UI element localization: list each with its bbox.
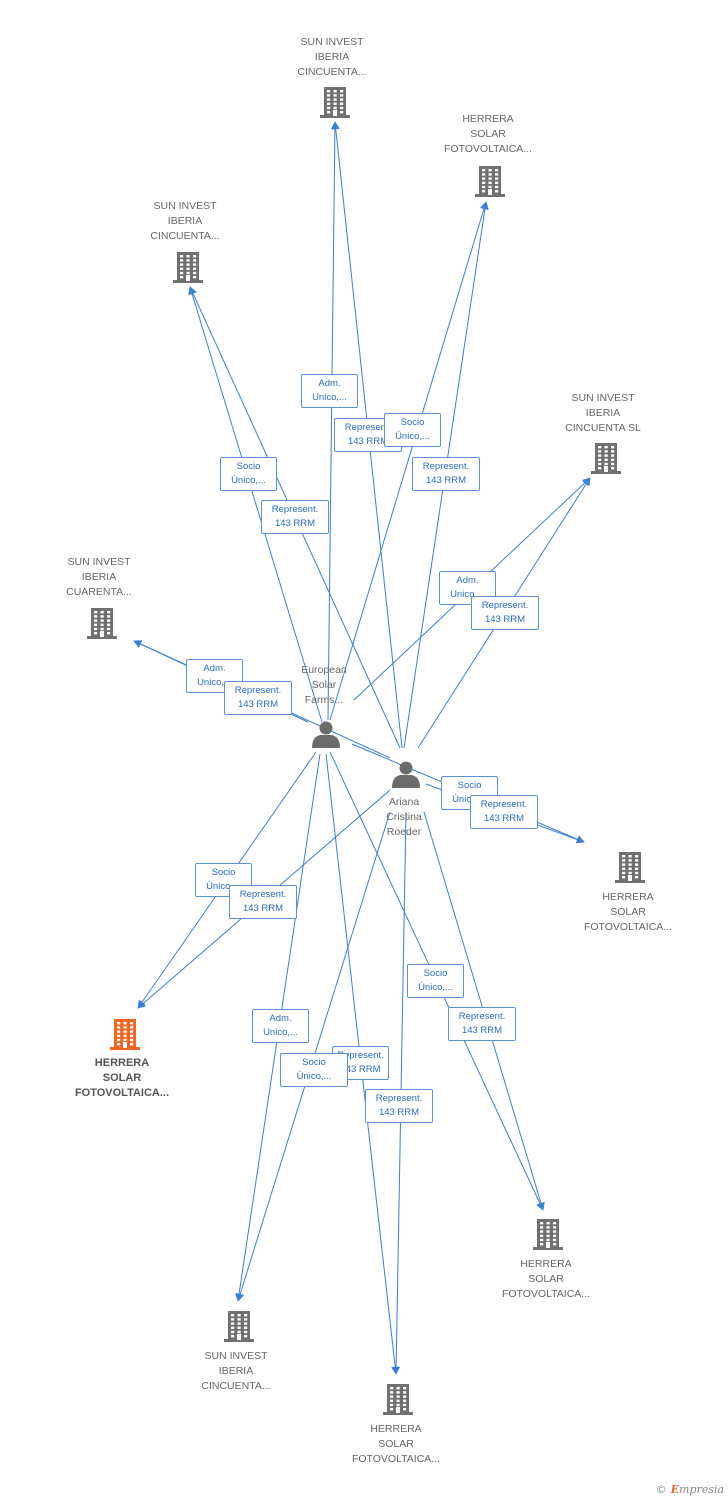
relationship-label[interactable]: Socio Único,... bbox=[280, 1053, 348, 1087]
company-label[interactable]: SUN INVEST IBERIA CINCUENTA SL bbox=[565, 392, 641, 434]
relationship-label[interactable]: Represent. 143 RRM bbox=[224, 681, 292, 715]
relationship-label[interactable]: Socio Único,... bbox=[220, 457, 277, 491]
relationship-label[interactable]: Represent. 143 RRM bbox=[365, 1089, 433, 1123]
relationship-label[interactable]: Adm. Unico,... bbox=[301, 374, 358, 408]
company-icon[interactable] bbox=[383, 1384, 413, 1415]
company-icon[interactable] bbox=[320, 87, 350, 118]
company-icon[interactable] bbox=[475, 166, 505, 197]
edge-p1-n1 bbox=[327, 121, 339, 721]
company-label[interactable]: HERRERA SOLAR FOTOVOLTAICA... bbox=[74, 1057, 170, 1099]
company-label[interactable]: HERRERA SOLAR FOTOVOLTAICA... bbox=[501, 1258, 591, 1300]
company-label[interactable]: SUN INVEST IBERIA CINCUENTA... bbox=[150, 200, 220, 242]
edge-p1-n3 bbox=[188, 286, 323, 723]
relationship-label[interactable]: Adm. Unico,... bbox=[252, 1009, 309, 1043]
person-label[interactable]: Ariana Cristina Roeder bbox=[386, 796, 422, 838]
relationship-label[interactable]: Represent. 143 RRM bbox=[261, 500, 329, 534]
relationship-label[interactable]: Represent. 143 RRM bbox=[470, 795, 538, 829]
relationship-label[interactable]: Represent. 143 RRM bbox=[229, 885, 297, 919]
focus-company-icon[interactable] bbox=[110, 1019, 140, 1050]
brand-initial: E bbox=[670, 1483, 680, 1496]
relationship-label[interactable]: Socio Único,... bbox=[195, 863, 252, 897]
company-label[interactable]: HERRERA SOLAR FOTOVOLTAICA... bbox=[351, 1423, 441, 1465]
company-icon[interactable] bbox=[591, 443, 621, 474]
company-label[interactable]: HERRERA SOLAR FOTOVOLTAICA... bbox=[443, 113, 533, 155]
empresia-watermark: ©Empresia bbox=[656, 1483, 724, 1496]
copyright-symbol: © bbox=[655, 1483, 667, 1496]
relationship-label[interactable]: Represent. 143 RRM bbox=[471, 596, 539, 630]
company-icon[interactable] bbox=[615, 852, 645, 883]
company-label[interactable]: SUN INVEST IBERIA CINCUENTA... bbox=[297, 36, 367, 78]
company-label[interactable]: SUN INVEST IBERIA CUARENTA... bbox=[66, 556, 132, 598]
person-label[interactable]: European Solar Farms... bbox=[301, 664, 347, 706]
company-icon[interactable] bbox=[533, 1219, 563, 1250]
company-icon[interactable] bbox=[224, 1311, 254, 1342]
relationship-label[interactable]: Represent. 143 RRM bbox=[412, 457, 480, 491]
person-icon[interactable] bbox=[392, 761, 420, 789]
company-label[interactable]: HERRERA SOLAR FOTOVOLTAICA... bbox=[583, 891, 673, 933]
relationship-label[interactable]: Socio Único,... bbox=[407, 964, 464, 998]
company-icon[interactable] bbox=[173, 252, 203, 283]
brand-name: mpresia bbox=[679, 1483, 724, 1496]
company-label[interactable]: SUN INVEST IBERIA CINCUENTA... bbox=[201, 1350, 271, 1392]
relationship-label[interactable]: Socio Único,... bbox=[384, 413, 441, 447]
company-icon[interactable] bbox=[87, 608, 117, 639]
person-icon[interactable] bbox=[312, 721, 340, 749]
relationship-label[interactable]: Represent. 143 RRM bbox=[448, 1007, 516, 1041]
edge-p1-n2 bbox=[329, 201, 488, 721]
